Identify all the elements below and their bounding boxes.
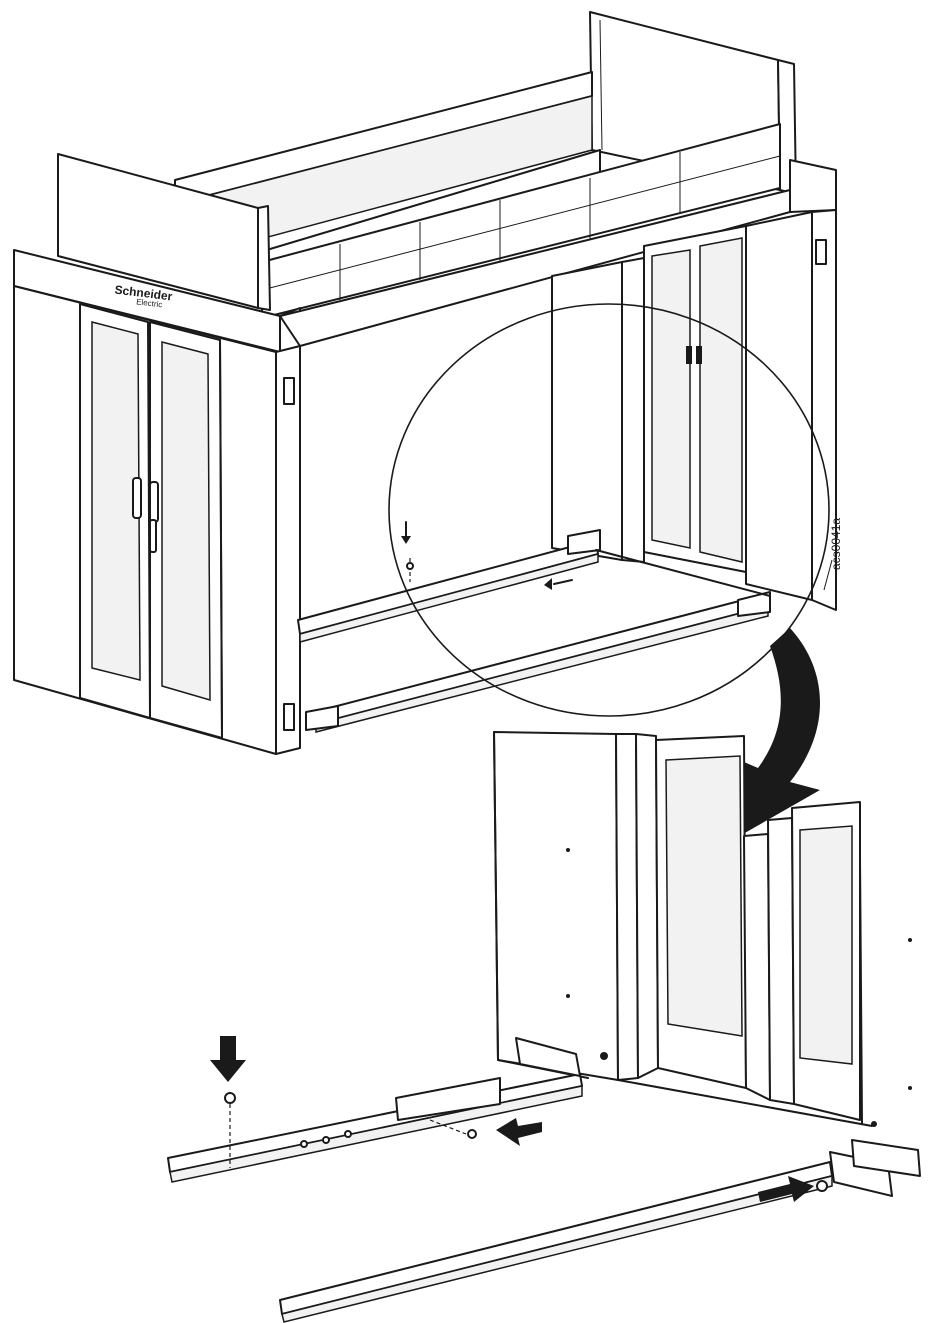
callout-arrow bbox=[730, 628, 820, 838]
detail-callout-circle bbox=[388, 303, 830, 717]
detail-rear-rail bbox=[279, 1139, 921, 1323]
right-header-beam bbox=[279, 159, 837, 347]
detail-frame-posts bbox=[615, 733, 912, 1127]
screw-insert-indicator bbox=[210, 1036, 246, 1168]
front-door-assembly bbox=[13, 285, 301, 755]
screw-slide-indicator bbox=[429, 1118, 542, 1146]
figure-id-label: acs0041a bbox=[829, 517, 843, 570]
rear-left-panel bbox=[57, 153, 271, 311]
detail-front-rail bbox=[167, 1037, 583, 1183]
detail-left-panel bbox=[493, 731, 619, 1081]
upper-floor-rails bbox=[297, 521, 771, 733]
bracket-slide-indicator bbox=[758, 1176, 828, 1202]
